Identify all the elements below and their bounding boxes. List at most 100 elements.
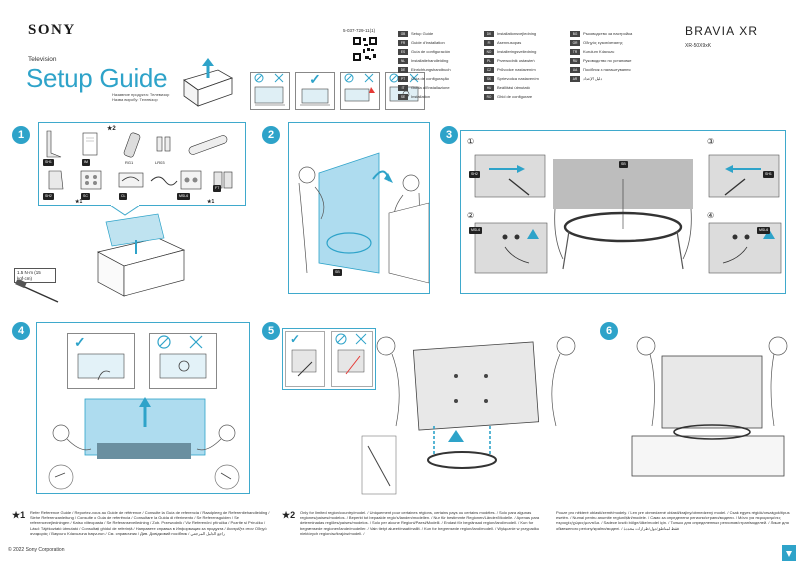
instruction-manual-icon [82, 132, 98, 156]
recycle-paper-icon [782, 545, 796, 561]
step-1-accessories-panel: ★2 SH1 IM RG1 LR03 SH2 SC CL MSL6 FT ★1 … [38, 122, 246, 206]
model-number: XR-50X9xK [685, 43, 712, 49]
stand-sh1-icon [46, 130, 62, 158]
star-left: ★1 [75, 199, 83, 205]
subtitle-ua: Назва виробу: Телевізор [112, 97, 158, 102]
wrong-stand-insert-illustration [337, 349, 365, 375]
footnote-1: Refer Reference Guide / Reportez-vous au… [30, 510, 270, 536]
tv-impact-illustration [344, 87, 375, 102]
tv-lying-illustration [254, 86, 285, 106]
step-3-panel: ① SH2 ② MSL6 SB ③ SH1 ④ MSL6 [460, 130, 786, 294]
correct-stand-insert-illustration [291, 349, 317, 377]
ok-box: ✓ [295, 72, 335, 110]
handling-guidance-strip: ✓ [250, 62, 425, 112]
footnote-3: Pouze pro některé oblasti/země/modely. /… [556, 510, 790, 531]
correct-grip-illustration [77, 353, 125, 381]
step-1-badge: 1 [12, 126, 30, 144]
part-label-msl6: MSL6 [469, 227, 483, 234]
part-label-im: IM [82, 159, 90, 166]
step-3-badge: 3 [440, 126, 458, 144]
category-label: Television [28, 56, 57, 63]
lift-tv-illustration [48, 397, 240, 490]
sony-logo: SONY [28, 22, 76, 38]
ok-box-stand: ✓ [285, 331, 325, 387]
mount-tv-on-stand-illustration [361, 336, 576, 495]
unpacking-illustration [298, 152, 429, 284]
part-label-sh2: SH2 [469, 171, 480, 178]
tv-stand-assembly-illustration [553, 159, 693, 270]
step-2-panel: SB [288, 122, 430, 294]
checkmark-icon: ✓ [74, 334, 86, 350]
copyright: © 2022 Sony Corporation [8, 547, 65, 553]
remote-control-icon [123, 132, 141, 158]
ng-icon [254, 73, 284, 83]
screw-attach-msl6-left-illustration [474, 222, 548, 274]
checkmark-icon: ✓ [290, 332, 301, 346]
part-label-msl6-right: MSL6 [757, 227, 771, 234]
foot-ft-icon [213, 171, 233, 189]
stand-attach-sh2-illustration [474, 154, 546, 198]
part-label-cl: CL [119, 193, 128, 200]
document-number: 5-037-729-11(1) [343, 28, 376, 33]
product-line-logo: BRAVIA XR [685, 24, 759, 38]
step-6-badge: 6 [600, 322, 618, 340]
screw-attach-msl6-right-illustration [708, 222, 782, 274]
step-2-badge: 2 [262, 126, 280, 144]
ng-box-1 [250, 72, 290, 110]
part-label-sb: SB [333, 269, 342, 276]
screwdriver-icon [15, 280, 59, 303]
cable-cl-icon [118, 172, 144, 188]
step-4-panel: ✓ [36, 322, 250, 494]
substep-2-marker: ② [467, 211, 475, 220]
footnote-2: Only for limited region/country/model. /… [300, 510, 540, 536]
footnote-mark-1: ★1 [12, 510, 26, 520]
power-cable-icon [150, 176, 178, 186]
part-label-rg1: RG1 [125, 160, 134, 165]
ng-icon [335, 333, 367, 345]
part-label-msl6: MSL6 [177, 193, 191, 200]
screw-sc-icon [80, 170, 102, 190]
qr-code-icon [352, 36, 378, 62]
ng-box-hold [149, 333, 217, 389]
tv-box-illustration [183, 58, 233, 107]
voice-remote-icon [188, 135, 228, 155]
part-label-sh1: SH1 [763, 171, 774, 178]
part-label-sb: SB [619, 161, 628, 168]
part-label-lr03: LR03 [155, 160, 165, 165]
ng-icon [344, 73, 374, 83]
subtitle-ru: Назавние продукта: Телевизор [112, 92, 170, 97]
batteries-icon [156, 136, 171, 152]
footnote-mark-2: ★2 [282, 510, 296, 520]
screw-msl6-icon [180, 170, 202, 190]
callout-pointer [110, 205, 140, 216]
wrong-grip-illustration [159, 353, 207, 379]
part-label-ft: FT [213, 185, 222, 192]
ng-icon [157, 335, 203, 349]
part-label-sc: SC [81, 193, 90, 200]
place-tv-illustration [631, 336, 788, 477]
star-note: ★2 [107, 126, 116, 132]
ok-box-hold: ✓ [67, 333, 135, 389]
torque-spec: 1.5 N·m (15 kgf·cm) [14, 268, 56, 283]
checkmark-icon: ✓ [309, 71, 321, 87]
